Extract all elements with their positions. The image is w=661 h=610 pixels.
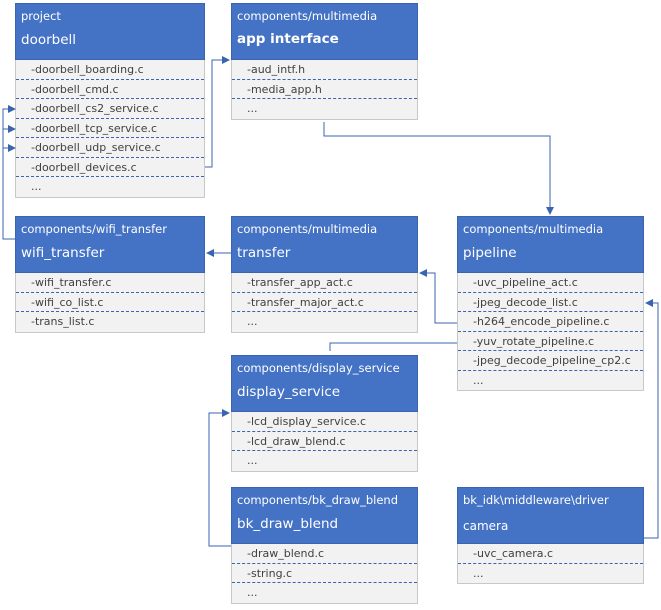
file-item: -doorbell_tcp_service.c [16,119,204,138]
file-item: -uvc_camera.c [458,544,643,564]
arrow-pipeline-to-transfer [419,269,457,324]
arrow-wifi-transfer-to-cs2-service [2,105,16,240]
arrow-app-interface-to-pipeline [323,122,554,215]
file-item: -wifi_transfer.c [16,273,204,293]
file-item: -h264_encode_pipeline.c [458,312,643,332]
box-path-label: components/bk_draw_blend [237,493,399,507]
file-item: -jpeg_decode_list.c [458,293,643,312]
file-item: -doorbell_cs2_service.c [16,99,204,119]
file-item: -doorbell_udp_service.c [16,138,204,158]
box-name-label: bk_draw_blend [237,516,339,532]
wifi-transfer-file-list: -wifi_transfer.c -wifi_co_list.c -trans_… [15,273,205,333]
arrow-devices-to-app-interface [205,56,230,168]
file-item: -doorbell_cmd.c [16,80,204,99]
file-item: ... [247,102,258,115]
box-path-label: components/wifi_transfer [21,222,167,236]
pipeline-file-list: -uvc_pipeline_act.c -jpeg_decode_list.c … [457,273,644,391]
file-item: -wifi_co_list.c [16,293,204,312]
camera-file-list: -uvc_camera.c ... [457,544,644,584]
arrow-pipeline-to-display-service [329,342,457,351]
box-name-label: pipeline [463,245,517,261]
box-path-label: components/display_service [237,361,400,375]
box-name-label: wifi_transfer [21,245,105,261]
box-name-label: camera [463,519,509,533]
file-item: -lcd_display_service.c [232,412,417,432]
box-name-label: display_service [237,384,341,400]
file-item: ... [473,566,484,580]
box-path-label: bk_idk\middleware\driver [463,493,609,507]
box-path-label: components/multimedia [237,222,378,236]
file-item: -aud_intf.h [232,60,417,80]
display-service-file-list: -lcd_display_service.c -lcd_draw_blend.c… [231,412,418,472]
file-item: ... [247,586,258,599]
box-name-label: app interface [237,31,339,47]
bk-draw-blend-header: components/bk_draw_blend bk_draw_blend [231,487,418,544]
app-interface-file-list: -aud_intf.h -media_app.h ... [231,60,418,120]
file-item: -lcd_draw_blend.c [232,432,417,451]
wifi-transfer-header: components/wifi_transfer wifi_transfer [15,216,205,273]
file-item: -trans_list.c [31,315,95,328]
transfer-header: components/multimedia transfer [231,216,418,273]
file-item: ... [31,180,42,193]
project-doorbell-file-list: -doorbell_boarding.c -doorbell_cmd.c -do… [15,60,205,198]
file-item: -transfer_app_act.c [232,273,417,293]
file-item: -jpeg_decode_pipeline_cp2.c [458,351,643,371]
display-service-header: components/display_service display_servi… [231,355,418,412]
bk-draw-blend-file-list: -draw_blend.c -string.c ... [231,544,418,604]
file-item: -doorbell_devices.c [16,158,204,177]
app-interface-header: components/multimedia app interface [231,3,418,60]
file-item: ... [247,315,258,328]
camera-header: bk_idk\middleware\driver camera [457,487,644,544]
file-item: ... [247,454,258,467]
box-path-label: components/multimedia [463,222,604,236]
file-item: -draw_blend.c [232,544,417,564]
file-item: -yuv_rotate_pipeline.c [458,332,643,351]
file-item: -media_app.h [232,80,417,99]
arrow-draw-blend-to-display-service [208,409,231,547]
box-name-label: doorbell [21,32,77,48]
file-item: -uvc_pipeline_act.c [458,273,643,293]
box-path-label: components/multimedia [237,9,378,23]
arrow-camera-to-pipeline [644,299,659,539]
transfer-file-list: -transfer_app_act.c -transfer_major_act.… [231,273,418,333]
file-item: ... [473,373,484,387]
file-item: -string.c [232,564,417,583]
box-path-label: project [21,9,61,23]
pipeline-header: components/multimedia pipeline [457,216,644,273]
file-item: -doorbell_boarding.c [16,60,204,80]
box-name-label: transfer [237,245,291,261]
file-item: -transfer_major_act.c [232,293,417,312]
project-doorbell-header: project doorbell [15,3,205,60]
